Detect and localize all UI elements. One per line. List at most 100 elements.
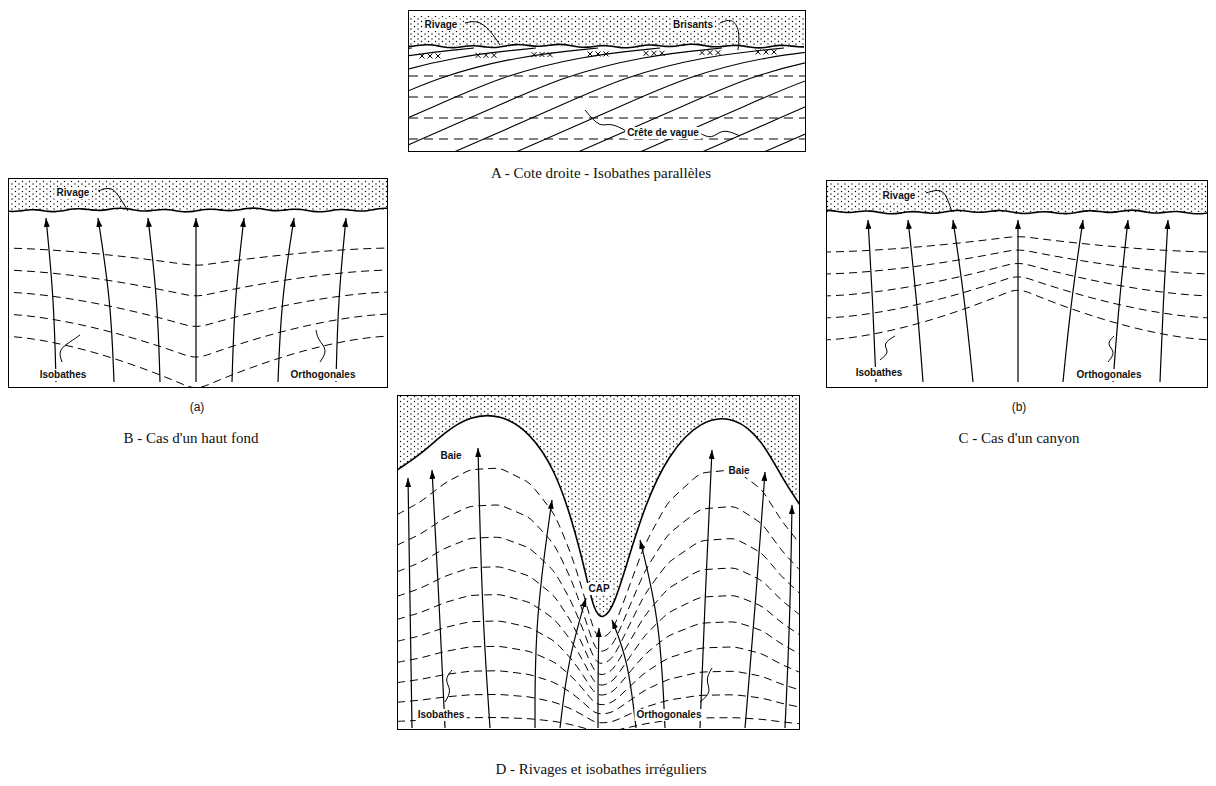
leader-line [316, 330, 325, 362]
shoreline [9, 208, 387, 212]
breaker-mark [644, 51, 649, 56]
wave-orthogonal [868, 220, 876, 382]
breaker-mark [540, 52, 545, 57]
wave-orthogonal [560, 598, 586, 728]
feature-label: Baie [438, 450, 463, 462]
wave-crest [516, 48, 805, 151]
wave-orthogonal [408, 478, 412, 728]
isobath [398, 468, 799, 637]
wave-crest [764, 48, 805, 151]
breaker-mark [708, 50, 713, 55]
breaker-mark [772, 49, 777, 54]
breaker-mark [652, 51, 657, 56]
leader-line [698, 131, 740, 137]
wave-orthogonal [612, 620, 636, 728]
panel-tag: (b) [1010, 400, 1029, 414]
wave-orthogonal [953, 220, 973, 382]
breaker-mark [716, 50, 721, 55]
panel-straight-coast: RivageBrisantsCrête de vagueA - Cote dro… [408, 10, 806, 152]
feature-label: Isobathes [854, 367, 905, 379]
leader-line [585, 110, 628, 132]
isobath [9, 248, 387, 265]
wave-orthogonal [745, 472, 765, 728]
leader-line [700, 668, 712, 702]
land-sand [398, 396, 799, 617]
isobath [409, 97, 805, 98]
beach-sand [409, 16, 805, 46]
breaker-mark [548, 52, 553, 57]
wave-orthogonal [148, 218, 160, 382]
wave-orthogonal [785, 505, 792, 728]
wave-crest [409, 48, 722, 151]
breaker-mark [492, 53, 497, 58]
breaker-mark [764, 49, 769, 54]
breaker-mark [484, 53, 489, 58]
breaker-mark [428, 53, 433, 58]
wave-orthogonal [700, 450, 712, 728]
leader-line [60, 335, 80, 362]
breaker-mark [588, 51, 593, 56]
breaker-mark [476, 53, 481, 58]
leader-line [720, 20, 739, 50]
breaker-mark [604, 51, 609, 56]
feature-label: CAP [586, 583, 611, 595]
panel-irregular-coast: BaieBaieCAPIsobathesOrthogonalesD - Riva… [397, 395, 800, 730]
feature-label: Orthogonales [1074, 369, 1143, 381]
breaker-mark [532, 52, 537, 57]
breaker-mark [708, 50, 713, 55]
leader-line [445, 670, 452, 702]
feature-label: Crête de vague [625, 127, 701, 139]
panel-caption: C - Cas d'un canyon [956, 429, 1081, 447]
wave-orthogonal [535, 500, 552, 728]
feature-label: Rivage [423, 19, 460, 31]
leader-line [926, 190, 952, 212]
wave-orthogonal [232, 218, 244, 382]
breaker-mark [428, 53, 433, 58]
breaker-mark [700, 50, 705, 55]
breaker-mark [436, 53, 441, 58]
wave-crest [578, 48, 805, 151]
feature-label: Rivage [55, 187, 92, 199]
wave-orthogonal [1160, 220, 1168, 382]
wave-orthogonal [195, 218, 196, 382]
wave-orthogonal [336, 218, 346, 382]
shoreline [409, 44, 804, 48]
isobath [827, 250, 1207, 274]
isobath [9, 270, 387, 296]
leader-line [1108, 336, 1114, 362]
wave-orthogonal [908, 220, 923, 382]
breaker-mark [420, 53, 425, 58]
panel-canyon: RivageIsobathesOrthogonales(b)C - Cas d'… [826, 180, 1208, 388]
breaker-mark [660, 51, 665, 56]
wave-orthogonal [98, 218, 114, 382]
wave-orthogonal [640, 540, 665, 728]
panel-tag: (a) [188, 400, 207, 414]
breaker-mark [588, 51, 593, 56]
breaker-mark [484, 53, 489, 58]
leader-line [98, 188, 128, 211]
breaker-mark [772, 49, 777, 54]
isobath [827, 277, 1207, 318]
isobath [9, 314, 387, 357]
wave-orthogonal [278, 218, 294, 382]
breaker-mark [492, 53, 497, 58]
shoreline [827, 210, 1207, 214]
panel-caption: D - Rivages et isobathes irréguliers [493, 760, 708, 778]
panel-shoal: RivageIsobathesOrthogonales(a)B - Cas d'… [8, 178, 388, 388]
breaker-mark [764, 49, 769, 54]
breaker-mark [756, 49, 761, 54]
feature-label: Isobathes [416, 709, 467, 721]
leader-line [880, 336, 895, 360]
isobath [827, 263, 1207, 296]
leader-line [465, 22, 500, 45]
breaker-mark [596, 51, 601, 56]
feature-label: Brisants [671, 19, 715, 31]
wave-crest [409, 48, 598, 151]
feature-label: Baie [726, 465, 751, 477]
wave-orthogonal [598, 628, 599, 728]
wave-orthogonal [46, 218, 56, 382]
feature-label: Orthogonales [288, 369, 357, 381]
panel-caption: B - Cas d'un haut fond [122, 429, 261, 447]
breaker-mark [716, 50, 721, 55]
